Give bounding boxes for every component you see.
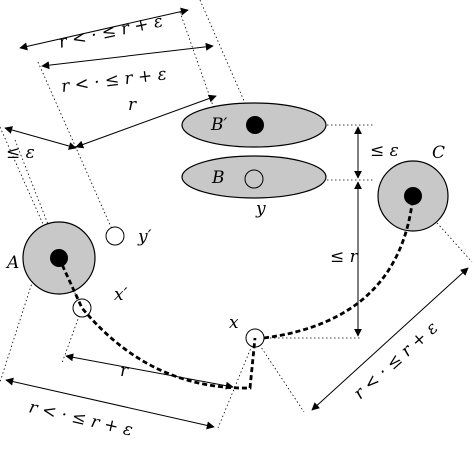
label-B: B [211, 168, 225, 188]
label-y: y [255, 199, 266, 219]
dim-top-range: r < · ≤ r + ε [57, 11, 165, 53]
point-y-prime [105, 226, 125, 246]
arrow-second-range [41, 42, 214, 70]
arrow-r-upper [75, 94, 217, 149]
dimension-arrows [4, 7, 469, 430]
dim-eps-left: ≤ ε [6, 143, 35, 163]
point-B-prime-dot [246, 116, 264, 134]
arrow-right-range [311, 267, 469, 411]
label-A: A [5, 253, 19, 273]
arrow-bottom-range [5, 377, 215, 430]
dim-r-lower: r [120, 361, 129, 381]
label-x: x [229, 313, 239, 333]
dim-r-upper: r [128, 95, 137, 115]
region-B [181, 155, 327, 199]
dim-right-range: r < · ≤ r + ε [350, 318, 442, 404]
dim-second-range: r < · ≤ r + ε [60, 64, 168, 97]
labels: A B′ B C y y′ x′ x [5, 115, 445, 333]
sets [22, 102, 449, 348]
label-C: C [432, 143, 445, 163]
point-x-prime [72, 298, 92, 318]
dim-eps-right: ≤ ε [370, 141, 399, 161]
label-y-prime: y′ [137, 227, 152, 247]
point-y [244, 169, 264, 189]
paths [57, 195, 415, 390]
arrow-top-range [19, 7, 189, 51]
label-x-prime: x′ [114, 285, 128, 305]
arrow-eps-left [4, 126, 77, 150]
dim-bottom-range: r < · ≤ r + ε [27, 397, 135, 440]
label-B-prime: B′ [210, 115, 227, 135]
arrow-r-lower [65, 353, 234, 390]
dim-le-r: ≤ r [330, 247, 359, 267]
